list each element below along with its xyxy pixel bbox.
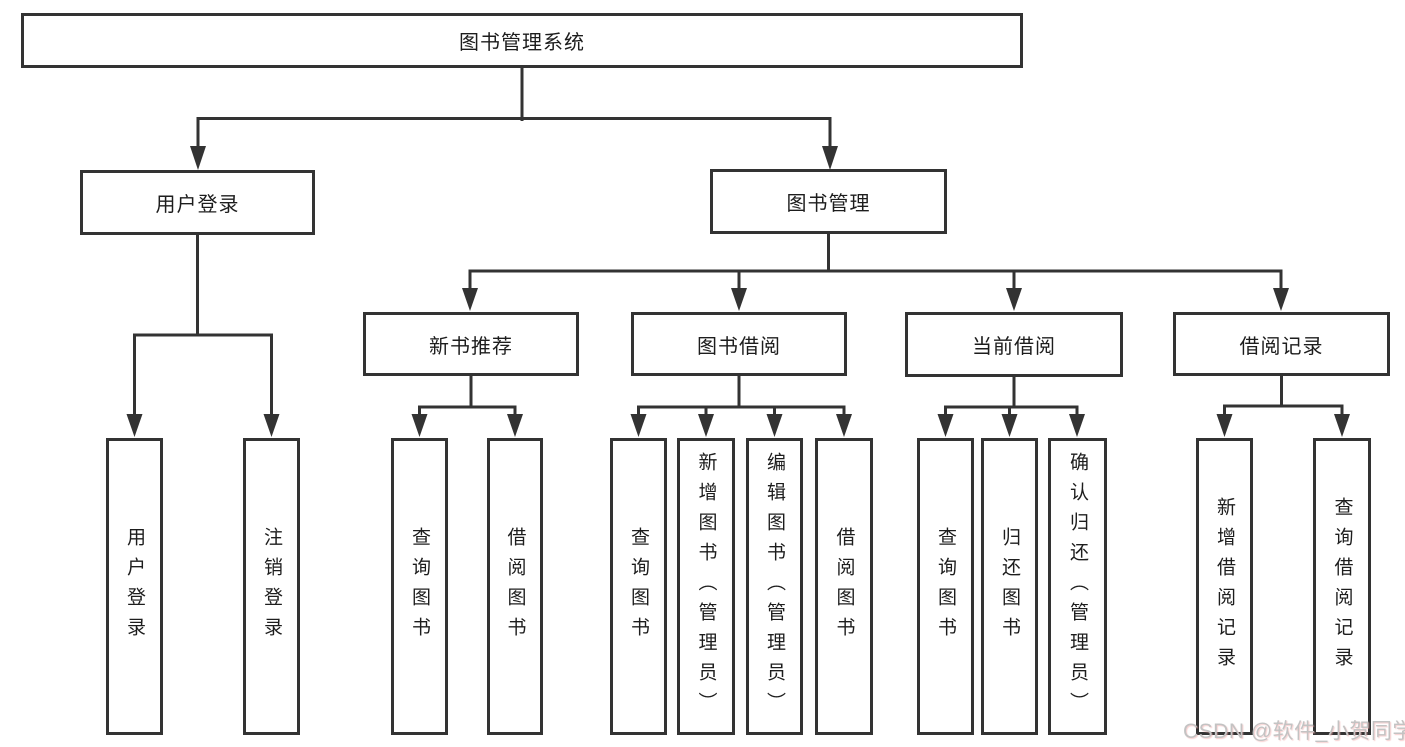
leaf-edit-books-admin-label: 编辑图书（管理员） — [764, 451, 785, 722]
leaf-query-books-recommend-label: 查询图书 — [409, 526, 430, 647]
leaf-query-books-recommend: 查询图书 — [391, 438, 448, 735]
connector-strokes — [133, 68, 1344, 418]
leaf-return-books: 归还图书 — [981, 438, 1038, 735]
leaf-user-login: 用户登录 — [106, 438, 163, 735]
csdn-watermark: CSDN @软件_小贺同学 — [1183, 720, 1405, 743]
connector-borrow-to-leaves — [637, 376, 846, 418]
node-book-borrow-label: 图书借阅 — [697, 335, 781, 358]
node-current-borrow-label: 当前借阅 — [972, 336, 1056, 358]
leaf-add-borrow-record: 新增借阅记录 — [1196, 438, 1253, 735]
leaf-query-books-current-label: 查询图书 — [935, 526, 956, 647]
node-new-book-recommend-label: 新书推荐 — [429, 335, 513, 358]
node-current-borrow: 当前借阅 — [905, 312, 1123, 377]
connector-userlogin-to-leaves — [133, 235, 273, 418]
leaf-query-borrow-record: 查询借阅记录 — [1313, 438, 1371, 735]
leaf-confirm-return-admin-label: 确认归还（管理员） — [1067, 451, 1088, 722]
node-book-borrow: 图书借阅 — [631, 312, 847, 376]
leaf-add-borrow-record-label: 新增借阅记录 — [1214, 496, 1235, 677]
connector-current-to-leaves — [944, 377, 1079, 418]
leaf-return-books-label: 归还图书 — [999, 526, 1020, 647]
leaf-query-borrow-record-label: 查询借阅记录 — [1331, 496, 1353, 677]
connector-bookmgmt-to-level3 — [468, 234, 1283, 292]
node-root-label: 图书管理系统 — [459, 32, 585, 54]
leaf-borrow-books: 借阅图书 — [815, 438, 873, 735]
leaf-borrow-books-label: 借阅图书 — [833, 526, 855, 647]
leaf-borrow-books-recommend: 借阅图书 — [487, 438, 543, 735]
leaf-user-login-label: 用户登录 — [124, 526, 145, 647]
leaf-add-books-admin-label: 新增图书（管理员） — [695, 451, 717, 722]
leaf-edit-books-admin: 编辑图书（管理员） — [746, 438, 803, 735]
node-borrow-records-label: 借阅记录 — [1239, 335, 1324, 358]
leaf-query-books-current: 查询图书 — [917, 438, 974, 735]
node-root: 图书管理系统 — [21, 13, 1023, 68]
connector-records-to-leaves — [1223, 376, 1344, 418]
leaf-confirm-return-admin: 确认归还（管理员） — [1048, 438, 1107, 735]
leaf-borrow-books-recommend-label: 借阅图书 — [504, 526, 526, 647]
node-book-management-label: 图书管理 — [786, 193, 871, 215]
node-user-login-label: 用户登录 — [155, 194, 240, 216]
node-new-book-recommend: 新书推荐 — [363, 312, 579, 376]
leaf-logout: 注销登录 — [243, 438, 300, 735]
node-borrow-records: 借阅记录 — [1173, 312, 1390, 376]
node-user-login: 用户登录 — [80, 170, 315, 235]
leaf-query-books-borrow: 查询图书 — [610, 438, 667, 735]
connector-root-to-level2 — [196, 68, 832, 150]
connector-newbooks-to-leaves — [418, 376, 517, 418]
leaf-add-books-admin: 新增图书（管理员） — [677, 438, 735, 735]
leaf-query-books-borrow-label: 查询图书 — [628, 526, 649, 647]
node-book-management: 图书管理 — [710, 169, 947, 234]
connector-arrowheads — [126, 146, 1350, 437]
leaf-logout-label: 注销登录 — [261, 526, 282, 647]
